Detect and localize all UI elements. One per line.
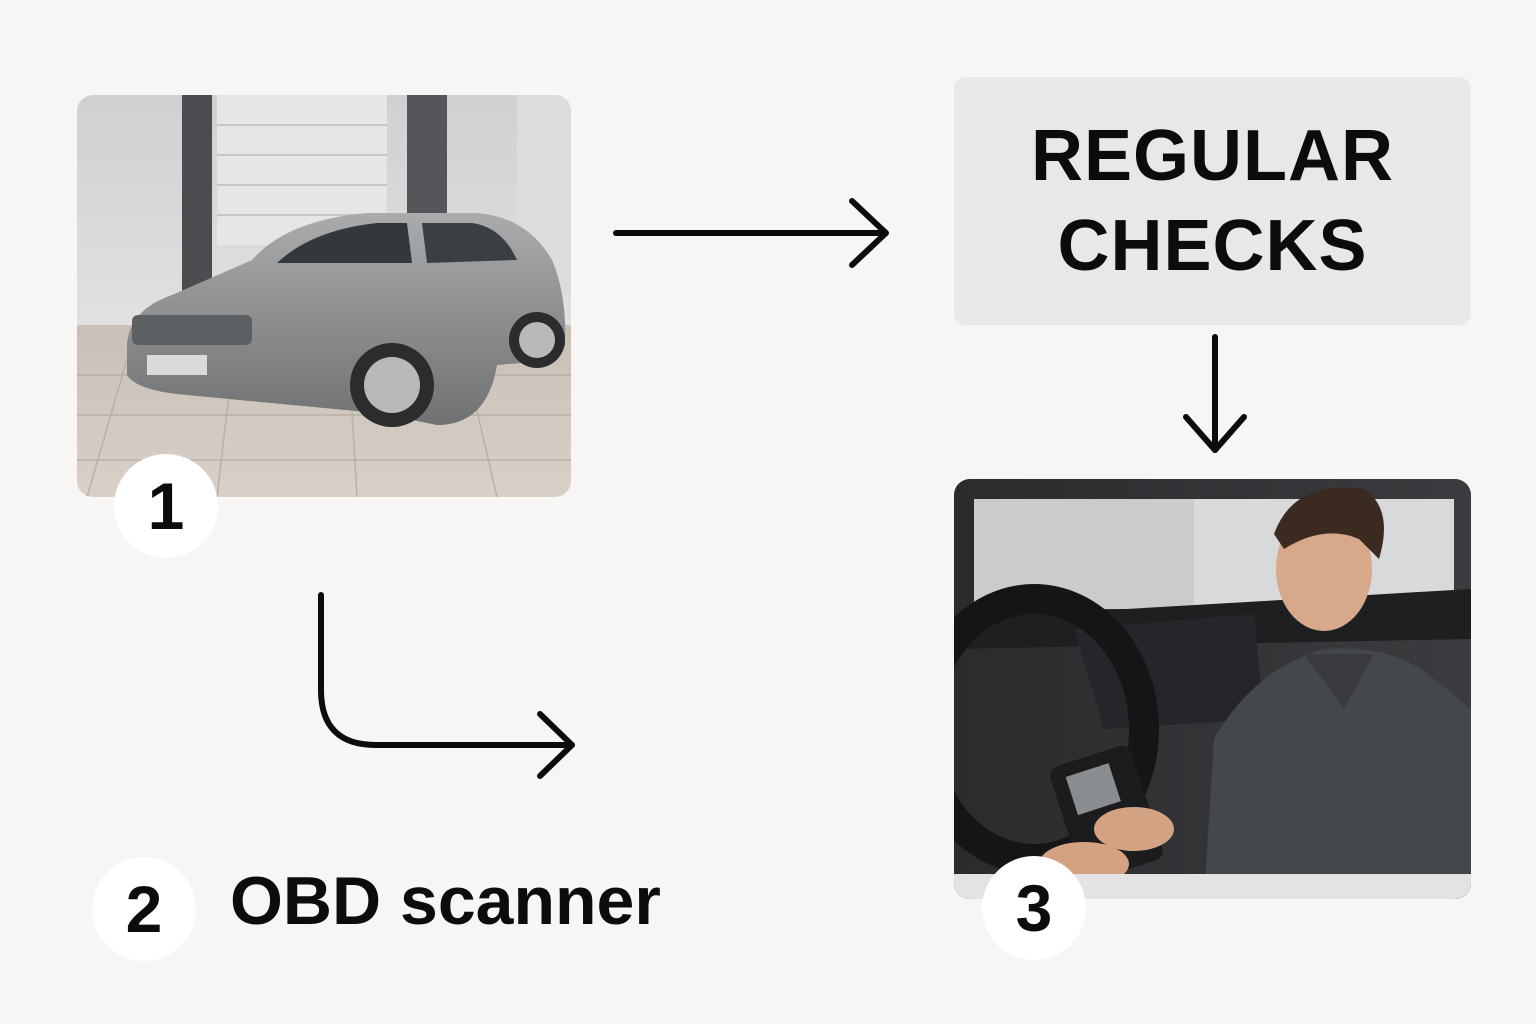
checks-line-2: CHECKS: [1057, 206, 1368, 286]
regular-checks-box: REGULAR CHECKS: [954, 77, 1471, 325]
step-3-badge: 3: [982, 856, 1086, 960]
step-1-badge: 1: [114, 454, 218, 558]
car-photo: [77, 95, 571, 497]
right-arrow-icon: [613, 198, 889, 268]
bent-arrow-icon: [318, 592, 575, 779]
down-arrow-icon: [1183, 334, 1247, 453]
step-2-badge: 2: [92, 857, 196, 961]
obd-scanner-label: OBD scanner: [230, 863, 661, 939]
checks-line-1: REGULAR: [1031, 116, 1394, 196]
